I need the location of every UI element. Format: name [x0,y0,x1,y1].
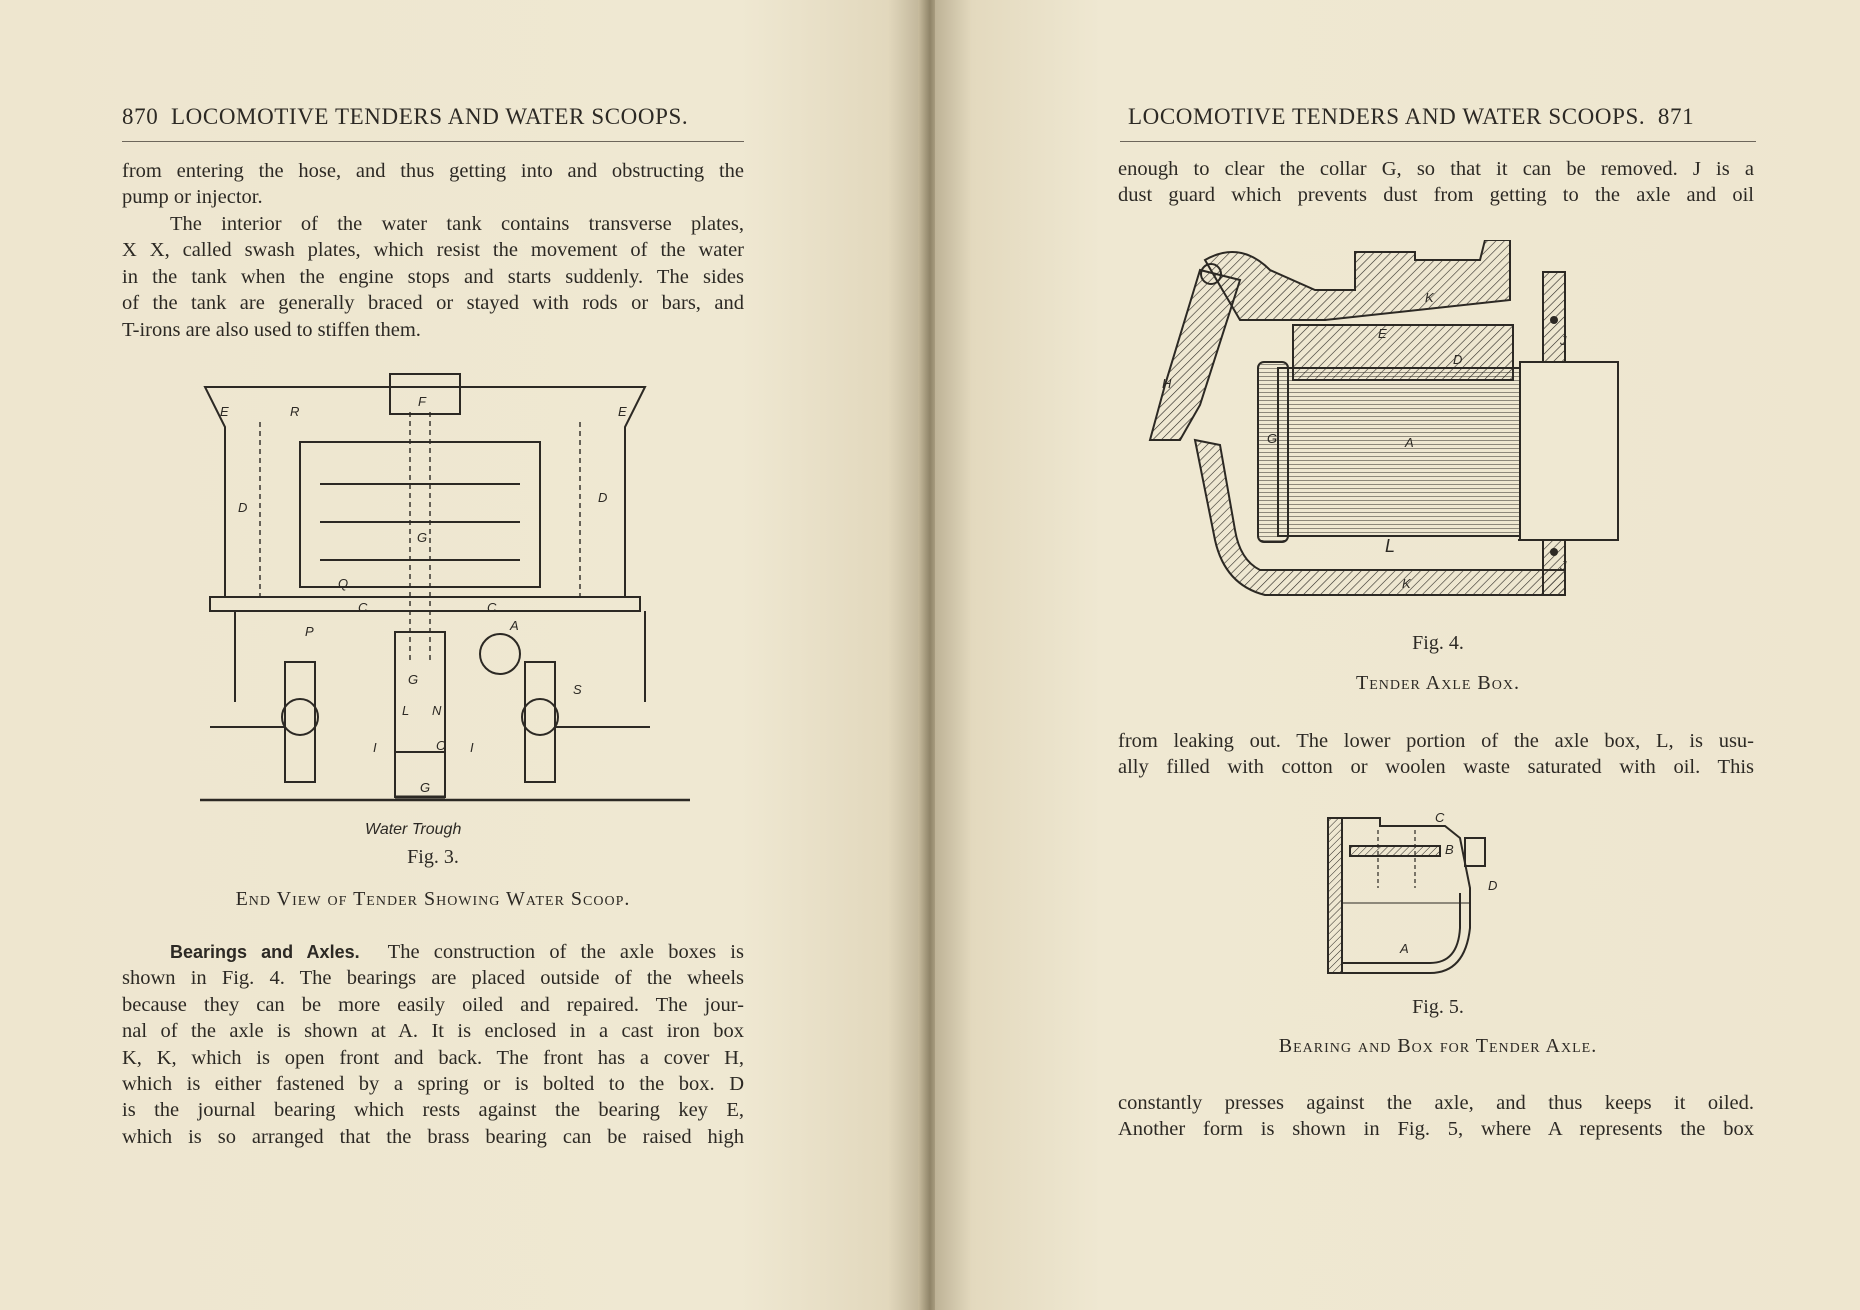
fig4-label: D [1453,352,1462,367]
text-line: nal of the axle is shown at A. It is enc… [122,1020,744,1043]
text-line: which is so arranged that the brass bear… [122,1125,744,1148]
fig3-drawing: E R F E D D G Q C C A P G N L I O I G S … [200,373,690,838]
fig5-label: A [1399,941,1409,956]
fig4-number: Fig. 4. [1412,632,1464,654]
fig4-label: J [1559,558,1567,573]
fig3-label: N [432,703,442,718]
section-heading: Bearings and Axles. [170,942,360,962]
right-running-head: LOCOMOTIVE TENDERS AND WATER SCOOPS. 871 [1128,104,1694,130]
fig3-caption: End View of Tender Showing Water Scoop. [235,888,631,910]
text-line: in the tank when the engine stops and st… [122,265,744,288]
fig5-number: Fig. 5. [1412,996,1464,1018]
fig3-label: Q [338,576,348,591]
fig4-label: G [1267,431,1277,446]
left-paragraph-3: Bearings and Axles. The construction of … [122,939,744,1150]
fig4-label: L [1385,536,1395,556]
fig4-label: A [1404,435,1414,450]
text-line: The interior of the water tank contains … [170,213,744,235]
fig3-label: O [436,738,446,753]
text-line: shown in Fig. 4. The bearings are placed… [122,967,744,990]
left-page: 870 LOCOMOTIVE TENDERS AND WATER SCOOPS.… [0,0,925,1310]
right-header-rule [1120,141,1756,142]
right-page-number: 871 [1657,104,1695,129]
fig3-label: C [487,600,497,615]
text-line: because they can be more easily oiled an… [122,993,744,1016]
right-paragraph-3: constantly presses against the axle, and… [1118,1090,1754,1143]
fig5-label: B [1445,842,1454,857]
left-paragraph-1: from entering the hose, and thus getting… [122,158,744,211]
fig4-label: H [1162,376,1172,391]
text-line: K, K, which is open front and back. The … [122,1046,744,1069]
left-page-number: 870 [122,104,159,129]
text-line: from entering the hose, and thus getting… [122,160,744,182]
text-line: constantly presses against the axle, and… [1118,1092,1754,1114]
fig3-label: I [470,740,474,755]
fig3-label: G [417,530,427,545]
fig3-label: C [358,600,368,615]
left-running-title: LOCOMOTIVE TENDERS AND WATER SCOOPS. [171,104,689,129]
text-line: dust guard which prevents dust from gett… [1118,184,1754,207]
text-line: of the tank are generally braced or stay… [122,292,744,315]
fig5-drawing: C B D A [1327,810,1497,974]
text-line: from leaking out. The lower portion of t… [1118,730,1754,752]
text-line: is the journal bearing which rests again… [122,1099,744,1122]
fig3-label: R [290,404,299,419]
fig3-label: P [305,624,314,639]
fig4-label: K [1402,576,1412,591]
fig4-caption: Tender Axle Box. [1356,672,1520,694]
right-page: LOCOMOTIVE TENDERS AND WATER SCOOPS. 871… [935,0,1860,1310]
fig3-label: F [418,394,427,409]
left-running-head: 870 LOCOMOTIVE TENDERS AND WATER SCOOPS. [122,104,688,130]
fig4-drawing: K E D H G A J J L K [1148,240,1619,596]
text-line: X X, called swash plates, which resist t… [122,239,744,262]
fig3-label: G [408,672,418,687]
text-line: Another form is shown in Fig. 5, where A… [1118,1118,1754,1141]
fig3-label: E [220,404,229,419]
fig3-label: E [618,404,627,419]
fig3-label: A [509,618,519,633]
fig3-label: D [238,500,247,515]
text-line: pump or injector. [122,186,263,209]
text-line: Bearings and Axles. The construction of … [122,939,744,965]
fig5-label: D [1488,878,1497,893]
text-line: enough to clear the collar G, so that it… [1118,158,1754,180]
fig3-label: S [573,682,582,697]
fig4-label: K [1425,290,1435,305]
right-paragraph-2: from leaking out. The lower portion of t… [1118,728,1754,781]
fig3-trough-label: Water Trough [365,821,461,838]
fig3-number: Fig. 3. [407,846,459,868]
fig4-label: E [1378,326,1387,341]
fig3-label: G [420,780,430,795]
fig5-label: C [1435,810,1445,825]
left-paragraph-2: The interior of the water tank contains … [122,211,744,343]
right-running-title: LOCOMOTIVE TENDERS AND WATER SCOOPS. [1128,104,1646,129]
text-line: ally filled with cotton or woolen waste … [1118,756,1754,779]
text-fragment: The construction of the axle boxes is [387,941,744,963]
fig3-label: L [402,703,409,718]
text-line: which is either fastened by a spring or … [122,1073,744,1096]
left-header-rule [122,141,744,142]
fig3-label: D [598,490,607,505]
fig5-caption: Bearing and Box for Tender Axle. [1278,1035,1598,1057]
right-paragraph-1: enough to clear the collar G, so that it… [1118,156,1754,209]
text-line: T-irons are also used to stiffen them. [122,318,421,341]
fig3-label: I [373,740,377,755]
fig4-label: J [1559,333,1567,348]
